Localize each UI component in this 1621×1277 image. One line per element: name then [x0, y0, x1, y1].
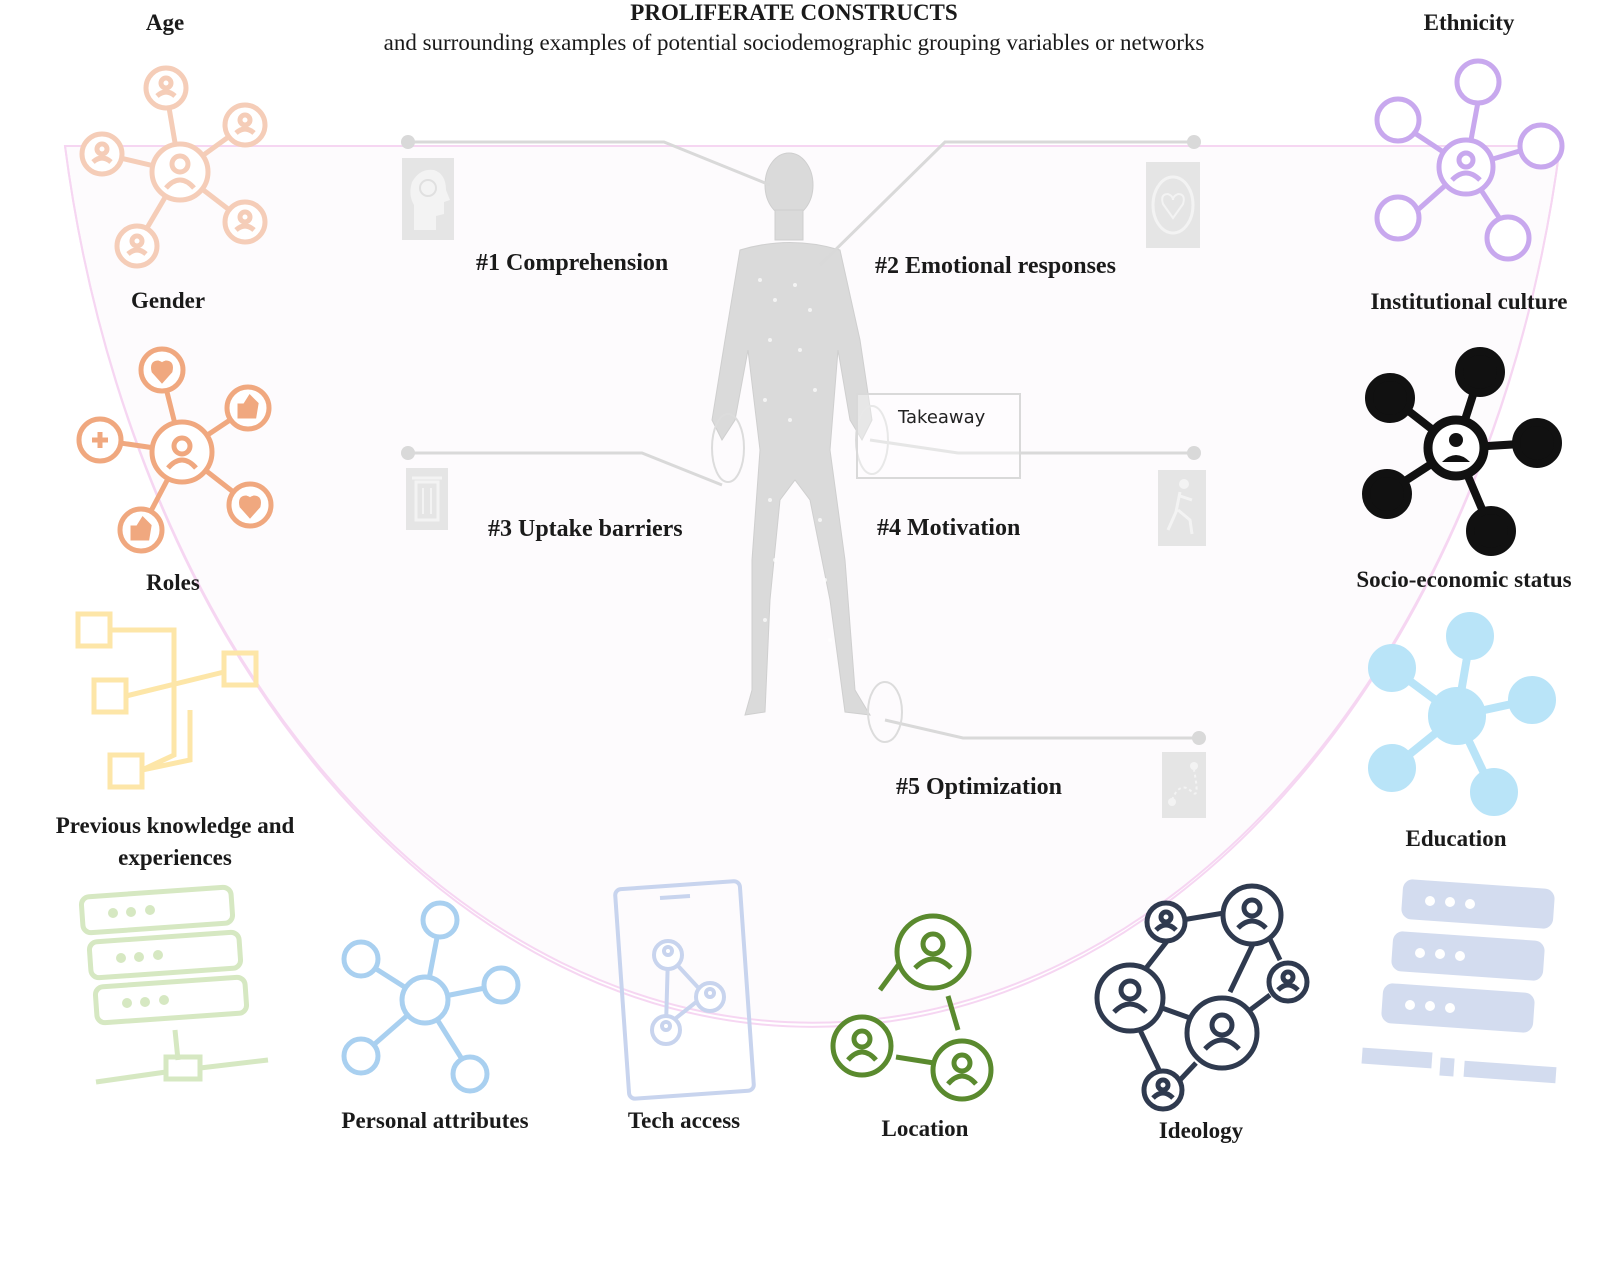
age-network-icon: [79, 65, 268, 269]
label-gender: Gender: [130, 288, 206, 313]
heart-icon: [1146, 162, 1200, 248]
label-ethnicity: Ethnicity: [1423, 10, 1515, 35]
connector-1: [408, 140, 771, 187]
label-location: Location: [881, 1116, 969, 1141]
construct-label-5: #5 Optimization: [896, 774, 1062, 800]
socio-economic-network-icon: [1368, 612, 1556, 816]
construct-icon-tiles: [402, 158, 1206, 818]
takeaway-label: Takeaway: [898, 407, 986, 428]
label-education: Education: [1405, 826, 1507, 851]
label-roles: Roles: [146, 570, 200, 595]
construct-label-1: #1 Comprehension: [476, 250, 669, 276]
roles-hierarchy-icon: [75, 611, 259, 790]
figure-dots: [758, 278, 832, 642]
human-figure: [711, 152, 873, 716]
label-personal-attributes: Personal attributes: [341, 1108, 529, 1133]
personal-attributes-network-icon: [341, 900, 521, 1094]
label-socio-economic-status: Socio-economic status: [1356, 567, 1572, 592]
server-stack-icon: [78, 884, 269, 1085]
running-person-icon: [1158, 470, 1206, 546]
route-map-icon: [1162, 752, 1206, 818]
connector-2: [818, 140, 1194, 267]
arc-outline: [64, 145, 1561, 1028]
ethnicity-network-icon: [1374, 58, 1565, 262]
institutional-culture-network-icon: [1362, 347, 1562, 556]
brain-head-icon: [402, 158, 454, 240]
gender-network-icon: [76, 346, 274, 554]
label-institutional-culture: Institutional culture: [1370, 289, 1568, 314]
diagram-title: PROLIFERATE CONSTRUCTS: [630, 0, 958, 25]
ideology-network-icon: [1094, 883, 1310, 1112]
construct-label-3: #3 Uptake barriers: [488, 516, 683, 542]
connector-lines: [408, 140, 1199, 740]
label-previous-knowledge: Previous knowledge and experiences: [55, 813, 295, 870]
construct-label-2: #2 Emotional responses: [875, 253, 1116, 279]
phone-network-icon: [613, 879, 756, 1101]
connector-4: [869, 438, 1194, 455]
connector-3: [408, 451, 723, 487]
connector-dots: [401, 135, 1206, 745]
construct-label-4: #4 Motivation: [877, 515, 1021, 541]
connector-5: [884, 718, 1199, 740]
diagram-subtitle: and surrounding examples of potential so…: [383, 30, 1205, 55]
label-age: Age: [145, 10, 185, 35]
education-server-icon: [1361, 879, 1557, 1084]
label-tech-access: Tech access: [627, 1108, 741, 1133]
takeaway-box: Takeaway: [856, 393, 1021, 479]
location-network-icon: [830, 913, 994, 1102]
label-ideology: Ideology: [1158, 1118, 1244, 1143]
trash-bin-icon: [406, 468, 448, 530]
